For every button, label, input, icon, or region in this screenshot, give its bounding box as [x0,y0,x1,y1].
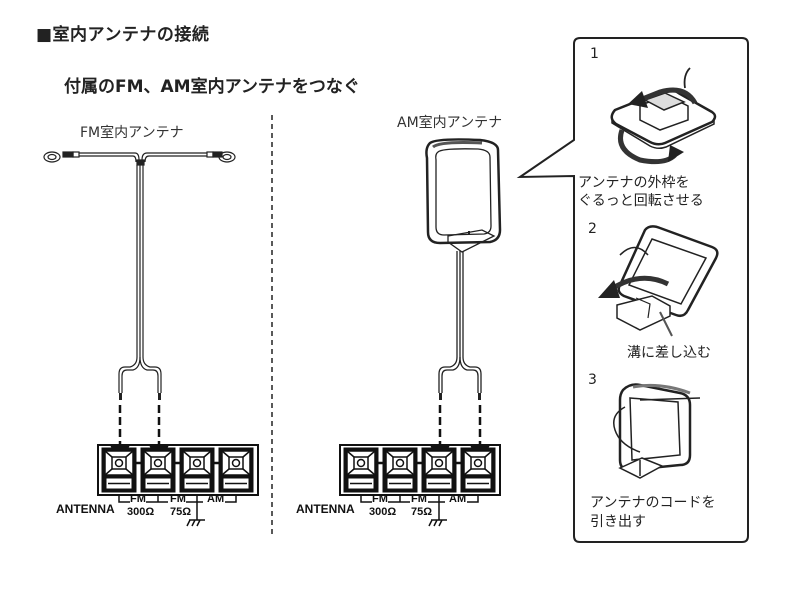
am-panel-terminal-fm300-ohms: 300Ω [369,506,397,518]
am-panel-antenna-label: ANTENNA [296,502,355,516]
antenna-terminal [460,447,496,493]
antenna-terminal [382,447,418,493]
step3-number: 3 [588,372,597,388]
antenna-terminal [140,447,176,493]
am-panel-terminal-fm300: FM [372,493,388,505]
terminal-panel-frame [97,444,259,496]
am-antenna-illustration [425,138,502,400]
step2-number: 2 [588,221,597,237]
step1-rotate-illustration [610,67,717,165]
fm-panel-antenna-label: ANTENNA [56,502,115,516]
terminal-panel-frame [339,444,501,496]
am-panel-terminal-fm75-ohms: 75Ω [411,506,433,518]
step2-insert-illustration [598,225,719,337]
step3-text-line1: アンテナのコードを [590,495,716,511]
fm-panel-terminal-fm300-ohms: 300Ω [127,506,155,518]
am-panel-terminal-am: AM [449,493,467,505]
section-subheading: 付属のFM、AM室内アンテナをつなぐ [64,77,360,97]
fm-panel-terminal-fm75-ohms: 75Ω [170,506,192,518]
antenna-terminal [218,447,254,493]
antenna-terminal [179,447,215,493]
step3-pull-cord-illustration [613,383,701,479]
step1-text-line1: アンテナの外枠を [578,175,690,191]
am-antenna-label: AM室内アンテナ [397,115,503,131]
antenna-terminal [421,447,457,493]
step3-text-line2: 引き出す [590,514,646,530]
fm-panel-terminal-am: AM [207,493,225,505]
step1-number: 1 [590,46,599,62]
antenna-terminal-panel-am [339,444,501,527]
antenna-terminal [343,447,379,493]
step2-callout-text: 溝に差し込む [627,345,711,361]
fm-panel-terminal-fm75: FM [170,493,186,505]
step1-text-line2: ぐるっと回転させる [578,193,704,209]
fm-antenna-label: FM室内アンテナ [80,125,184,141]
am-panel-terminal-fm75: FM [411,493,427,505]
section-heading: ■室内アンテナの接続 [36,25,210,45]
fm-antenna-illustration [43,151,236,400]
antenna-terminal-panel-fm [97,444,259,527]
fm-panel-terminal-fm300: FM [130,493,146,505]
antenna-terminal [101,447,137,493]
